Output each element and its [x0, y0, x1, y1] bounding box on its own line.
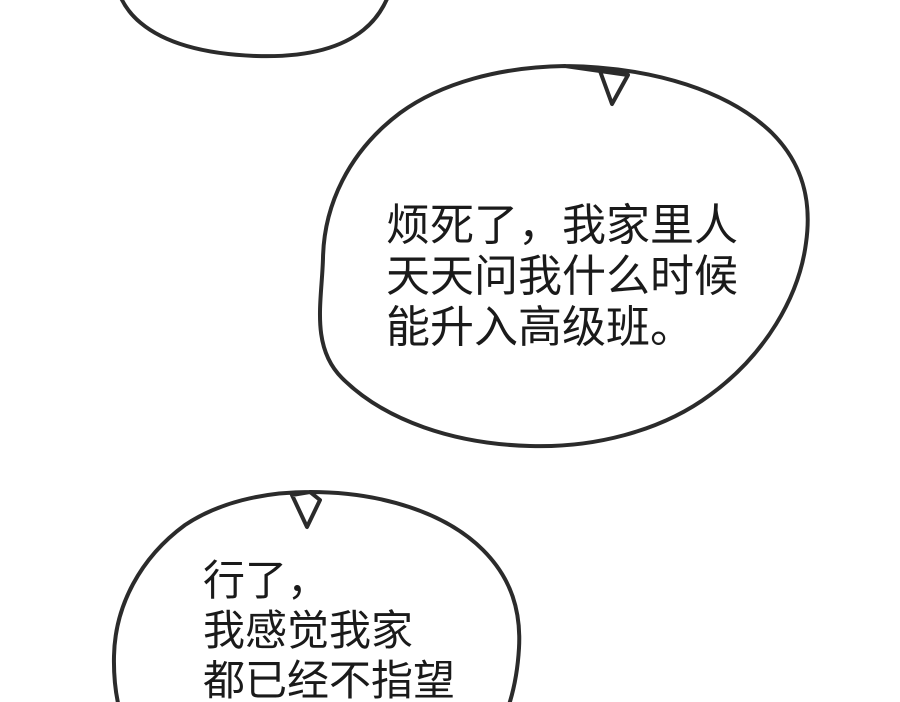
- bubble-main-text: 烦死了，我家里人 天天问我什么时候 能升入高级班。: [386, 201, 738, 352]
- bubble-lower-partial-text: 行了， 我感觉我家 都已经不指望: [203, 557, 456, 702]
- bubble-main: [317, 64, 810, 449]
- bubble-lower-partial: [111, 490, 522, 702]
- bubble-top-partial: [119, 0, 389, 59]
